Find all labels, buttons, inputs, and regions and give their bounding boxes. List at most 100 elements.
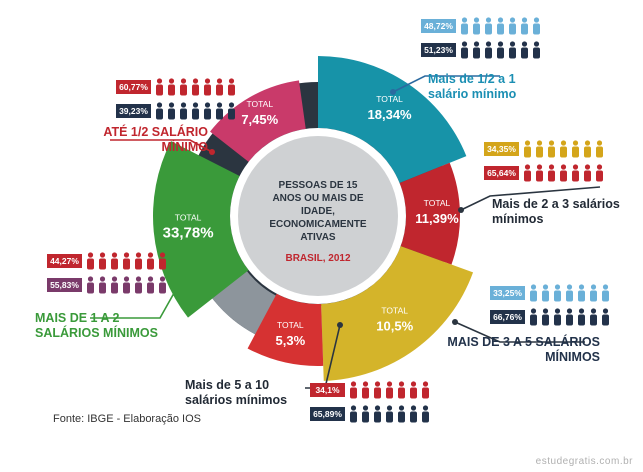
slice-word-5: TOTAL	[246, 99, 273, 109]
person-icon	[461, 41, 468, 59]
label-up-to-half: ATÉ 1/2 SALÁRIO MÍNIMO	[103, 125, 208, 154]
person-icon	[135, 276, 142, 294]
leader-dot-2	[452, 319, 458, 325]
people-row	[349, 405, 430, 423]
person-icon	[398, 381, 405, 399]
center-title-line: PESSOAS DE 15	[279, 180, 358, 191]
person-icon	[168, 78, 175, 96]
person-icon	[99, 276, 106, 294]
leader-dot-4	[175, 283, 181, 289]
label-two-to-three: Mais de 2 a 3 salários mínimos	[492, 197, 620, 226]
person-icon	[572, 164, 579, 182]
person-icon	[530, 308, 537, 326]
person-icon	[374, 381, 381, 399]
person-icon	[180, 102, 187, 120]
person-icon	[497, 17, 504, 35]
person-icon	[123, 252, 130, 270]
person-icon	[135, 252, 142, 270]
person-icon	[530, 284, 537, 302]
leader-dot-1	[458, 207, 464, 213]
person-icon	[192, 78, 199, 96]
person-icon	[156, 102, 163, 120]
person-icon	[180, 78, 187, 96]
people-row	[155, 78, 236, 96]
slice-value-4: 33,78%	[163, 225, 214, 242]
person-icon	[461, 17, 468, 35]
person-icon	[566, 308, 573, 326]
person-icon	[602, 284, 609, 302]
person-icon	[566, 284, 573, 302]
person-icon	[147, 276, 154, 294]
person-icon	[473, 41, 480, 59]
person-icon	[533, 41, 540, 59]
share-badge: 34,35%	[484, 142, 519, 156]
slice-1	[399, 162, 460, 265]
person-icon	[362, 405, 369, 423]
people-row	[86, 276, 167, 294]
person-icon	[168, 102, 175, 120]
slice-value-2: 10,5%	[376, 319, 413, 334]
leader-line-4	[90, 285, 179, 319]
center-title-line: ATIVAS	[300, 232, 336, 243]
person-icon	[111, 252, 118, 270]
label-one-to-two: MAIS DE 1 A 2 SALÁRIOS MÍNIMOS	[35, 311, 158, 340]
label-five-to-ten: Mais de 5 a 10 salários mínimos	[185, 378, 288, 407]
share-badge: 65,64%	[484, 166, 519, 180]
person-icon	[228, 78, 235, 96]
center-disc	[238, 136, 398, 296]
person-icon	[590, 308, 597, 326]
leader-dot-0	[390, 89, 396, 95]
person-icon	[572, 140, 579, 158]
person-icon	[216, 78, 223, 96]
person-icon	[156, 78, 163, 96]
person-icon	[524, 140, 531, 158]
person-icon	[422, 405, 429, 423]
person-icon	[485, 41, 492, 59]
person-icon	[485, 17, 492, 35]
person-icon	[410, 381, 417, 399]
site-watermark: estudegratis.com.br	[535, 456, 633, 467]
person-icon	[473, 17, 480, 35]
share-badge: 51,23%	[421, 43, 456, 57]
person-icon	[386, 405, 393, 423]
people-row	[86, 252, 167, 270]
people-row	[523, 164, 604, 182]
person-icon	[497, 41, 504, 59]
person-icon	[509, 41, 516, 59]
person-icon	[533, 17, 540, 35]
people-row	[460, 41, 541, 59]
person-icon	[584, 164, 591, 182]
person-icon	[560, 164, 567, 182]
slice-3	[247, 293, 324, 366]
person-icon	[596, 140, 603, 158]
person-icon	[192, 102, 199, 120]
person-icon	[147, 252, 154, 270]
person-icon	[536, 140, 543, 158]
slice-value-0: 18,34%	[368, 107, 413, 122]
center-title-line: ANOS OU MAIS DE	[272, 193, 363, 204]
share-badge: 34,1%	[310, 383, 345, 397]
people-row	[460, 17, 541, 35]
people-row	[349, 381, 430, 399]
person-icon	[554, 284, 561, 302]
person-icon	[123, 276, 130, 294]
person-icon	[521, 41, 528, 59]
leader-line-0	[392, 75, 500, 93]
person-icon	[204, 78, 211, 96]
slice-value-5: 7,45%	[241, 112, 278, 127]
person-icon	[398, 405, 405, 423]
slice-word-1: TOTAL	[424, 198, 451, 208]
person-icon	[204, 102, 211, 120]
person-icon	[590, 284, 597, 302]
label-three-to-five: MAIS DE 3 A 5 SALÁRIOS MÍNIMOS	[447, 335, 600, 364]
person-icon	[87, 276, 94, 294]
person-icon	[524, 164, 531, 182]
people-row	[523, 140, 604, 158]
person-icon	[548, 140, 555, 158]
share-badge: 60,77%	[116, 80, 151, 94]
slice-value-1: 11,39%	[415, 211, 459, 226]
person-icon	[596, 164, 603, 182]
person-icon	[111, 276, 118, 294]
person-icon	[509, 17, 516, 35]
slice-4	[153, 141, 249, 318]
